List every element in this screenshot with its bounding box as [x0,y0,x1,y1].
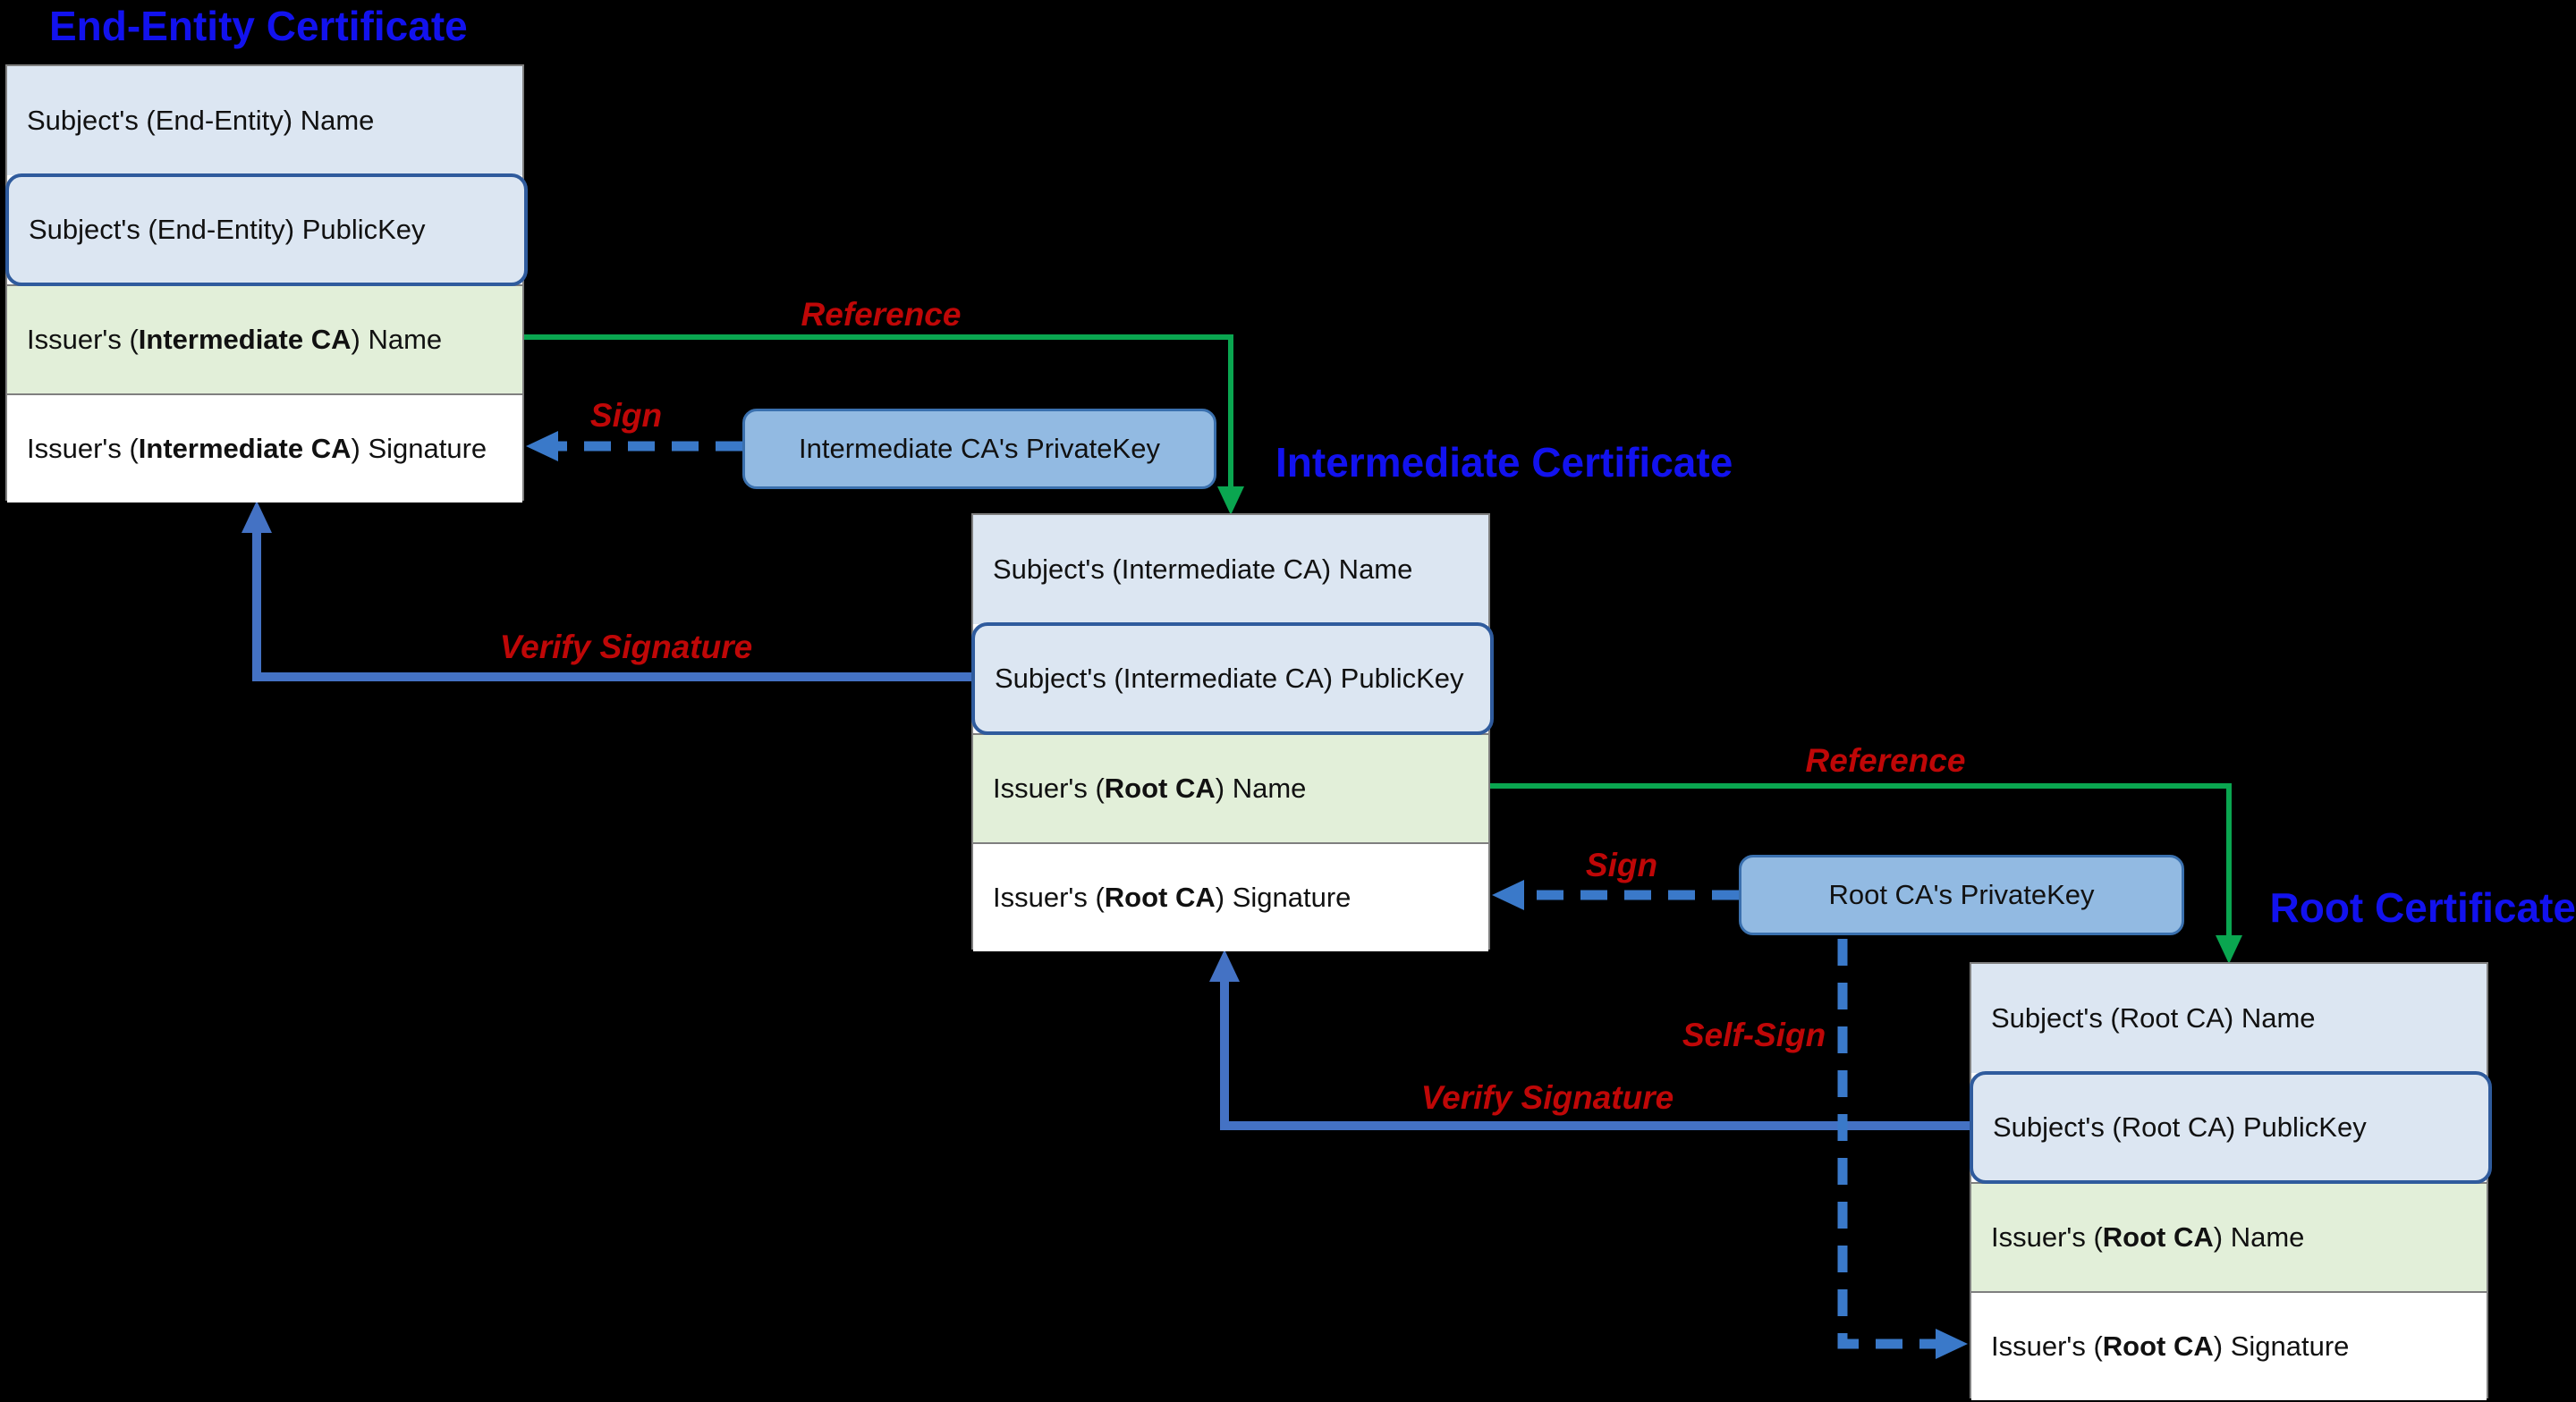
end-entity-issuer-name-row: Issuer's (Intermediate CA) Name [7,284,522,393]
root-subject-name-row: Subject's (Root CA) Name [1971,964,2487,1073]
intermediate-ca-privatekey-box: Intermediate CA's PrivateKey [742,409,1216,489]
root-issuer-signature-row: Issuer's (Root CA) Signature [1971,1291,2487,1400]
verify-signature-arrow-1-line [252,529,971,681]
verify-signature-label-1: Verify Signature [499,629,753,665]
root-subject-publickey-row: Subject's (Root CA) PublicKey [1970,1071,2492,1184]
self-sign-label: Self-Sign [1682,1017,1826,1053]
self-sign-arrow-head [1936,1329,1968,1359]
reference-arrow-1-head [1217,486,1244,515]
root-ca-privatekey-box: Root CA's PrivateKey [1739,855,2184,935]
reference-label-2: Reference [1805,742,1966,779]
intermediate-issuer-signature-row: Issuer's (Root CA) Signature [973,842,1488,951]
sign-label-2: Sign [1585,847,1658,883]
reference-label-1: Reference [801,296,962,333]
root-certificate-box: Subject's (Root CA) Name Subject's (Root… [1970,962,2492,1400]
intermediate-subject-publickey-row: Subject's (Intermediate CA) PublicKey [971,622,1494,735]
root-certificate-title: Root Certificate [2269,884,2576,931]
sign-arrow-1-head [526,431,558,461]
reference-arrow-1-line [524,334,1233,490]
end-entity-certificate-box: Subject's (End-Entity) Name Subject's (E… [5,64,528,503]
end-entity-certificate-title: End-Entity Certificate [49,3,468,49]
verify-signature-arrow-1-head [242,501,272,533]
end-entity-issuer-signature-row: Issuer's (Intermediate CA) Signature [7,393,522,503]
end-entity-subject-name-row: Subject's (End-Entity) Name [7,66,522,175]
end-entity-subject-publickey-row: Subject's (End-Entity) PublicKey [5,173,528,286]
intermediate-certificate-box: Subject's (Intermediate CA) Name Subject… [971,513,1494,951]
intermediate-subject-name-row: Subject's (Intermediate CA) Name [973,515,1488,624]
self-sign-arrow-line [1837,939,1937,1349]
sign-label-1: Sign [589,397,663,434]
reference-arrow-2-head [2216,935,2242,964]
verify-signature-arrow-2-line [1220,978,1970,1130]
root-issuer-name-row: Issuer's (Root CA) Name [1971,1182,2487,1291]
verify-signature-label-2: Verify Signature [1420,1079,1674,1116]
reference-arrow-2-line [1490,783,2232,939]
sign-arrow-2-head [1492,880,1524,910]
verify-signature-arrow-2-head [1209,950,1240,982]
intermediate-certificate-title: Intermediate Certificate [1275,439,1733,486]
intermediate-issuer-name-row: Issuer's (Root CA) Name [973,733,1488,842]
